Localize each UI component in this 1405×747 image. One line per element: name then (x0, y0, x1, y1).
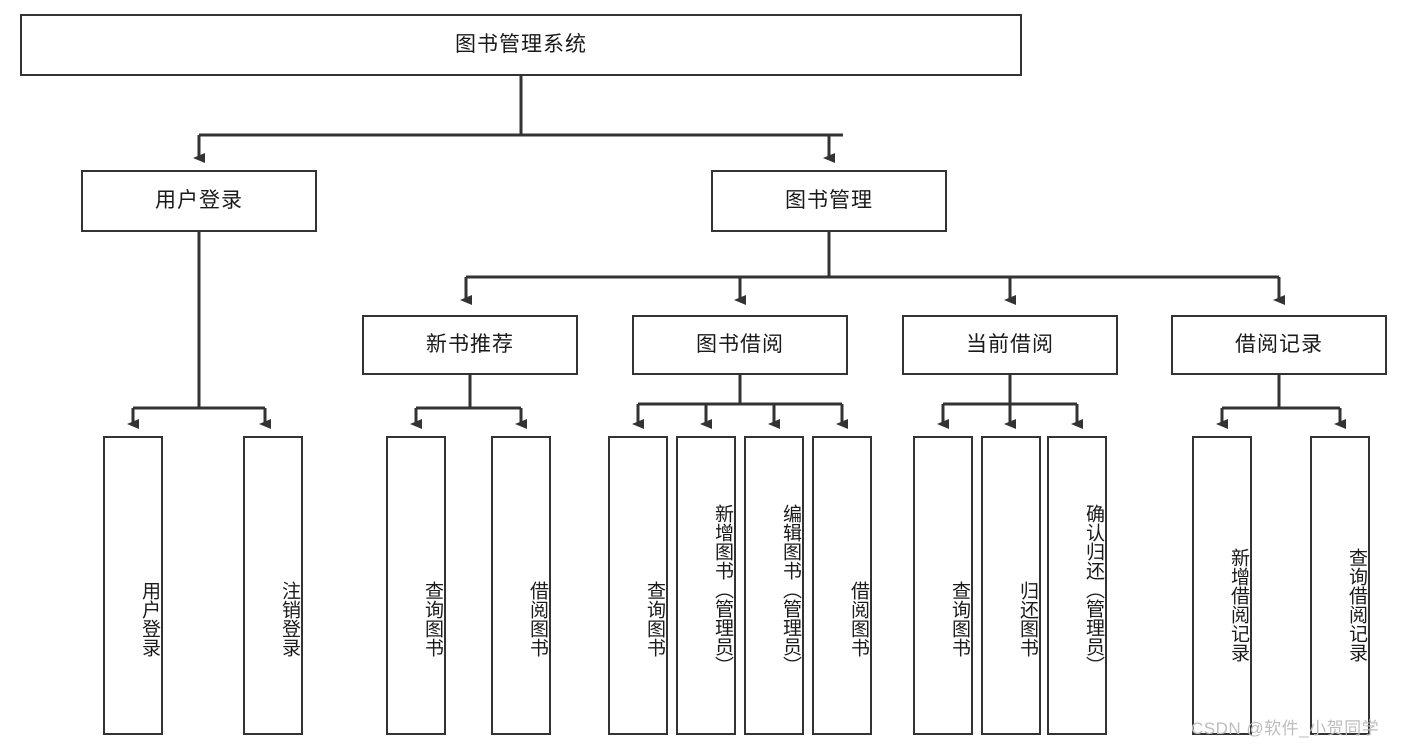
node-label: 新增借阅记录 (1228, 547, 1249, 662)
node-label: 图书借阅 (696, 333, 784, 357)
leaf-edit-book[interactable]: 编辑图书（管理员） (744, 436, 804, 735)
leaf-user-login[interactable]: 用户登录 (103, 436, 163, 735)
node-root-system[interactable]: 图书管理系统 (20, 14, 1022, 76)
leaf-query-book-1[interactable]: 查询图书 (386, 436, 446, 735)
leaf-return-book[interactable]: 归还图书 (981, 436, 1041, 735)
node-label: 确认归还（管理员） (1083, 504, 1104, 675)
node-label: 当前借阅 (966, 333, 1054, 357)
leaf-borrow-book-1[interactable]: 借阅图书 (491, 436, 551, 735)
node-label: 查询图书 (422, 580, 443, 657)
csdn-watermark: CSDN @软件_小贺同学 (1191, 719, 1380, 738)
node-label: 注销登录 (279, 580, 300, 657)
node-label: 查询借阅记录 (1346, 547, 1367, 662)
leaf-confirm-return[interactable]: 确认归还（管理员） (1047, 436, 1107, 735)
node-book-borrow[interactable]: 图书借阅 (632, 315, 848, 375)
node-label: 归还图书 (1017, 580, 1038, 657)
node-label: 编辑图书（管理员） (780, 504, 801, 675)
node-label: 用户登录 (139, 580, 160, 657)
node-book-management[interactable]: 图书管理 (711, 170, 947, 232)
node-label: 用户登录 (155, 189, 243, 213)
node-label: 查询图书 (644, 580, 665, 657)
leaf-add-record[interactable]: 新增借阅记录 (1192, 436, 1252, 735)
leaf-add-book[interactable]: 新增图书（管理员） (676, 436, 736, 735)
leaf-logout[interactable]: 注销登录 (243, 436, 303, 735)
leaf-borrow-book-2[interactable]: 借阅图书 (812, 436, 872, 735)
leaf-query-record[interactable]: 查询借阅记录 (1310, 436, 1370, 735)
leaf-query-book-3[interactable]: 查询图书 (913, 436, 973, 735)
node-user-login[interactable]: 用户登录 (81, 170, 317, 232)
leaf-query-book-2[interactable]: 查询图书 (608, 436, 668, 735)
node-label: 图书管理系统 (455, 33, 587, 57)
node-label: 新增图书（管理员） (712, 504, 733, 675)
node-new-book-recommend[interactable]: 新书推荐 (362, 315, 578, 375)
node-current-borrow[interactable]: 当前借阅 (902, 315, 1118, 375)
node-label: 借阅图书 (848, 580, 869, 657)
node-label: 借阅图书 (527, 580, 548, 657)
node-label: 查询图书 (949, 580, 970, 657)
node-label: 图书管理 (785, 189, 873, 213)
node-label: 新书推荐 (426, 333, 514, 357)
node-borrow-record[interactable]: 借阅记录 (1171, 315, 1387, 375)
node-label: 借阅记录 (1235, 333, 1323, 357)
